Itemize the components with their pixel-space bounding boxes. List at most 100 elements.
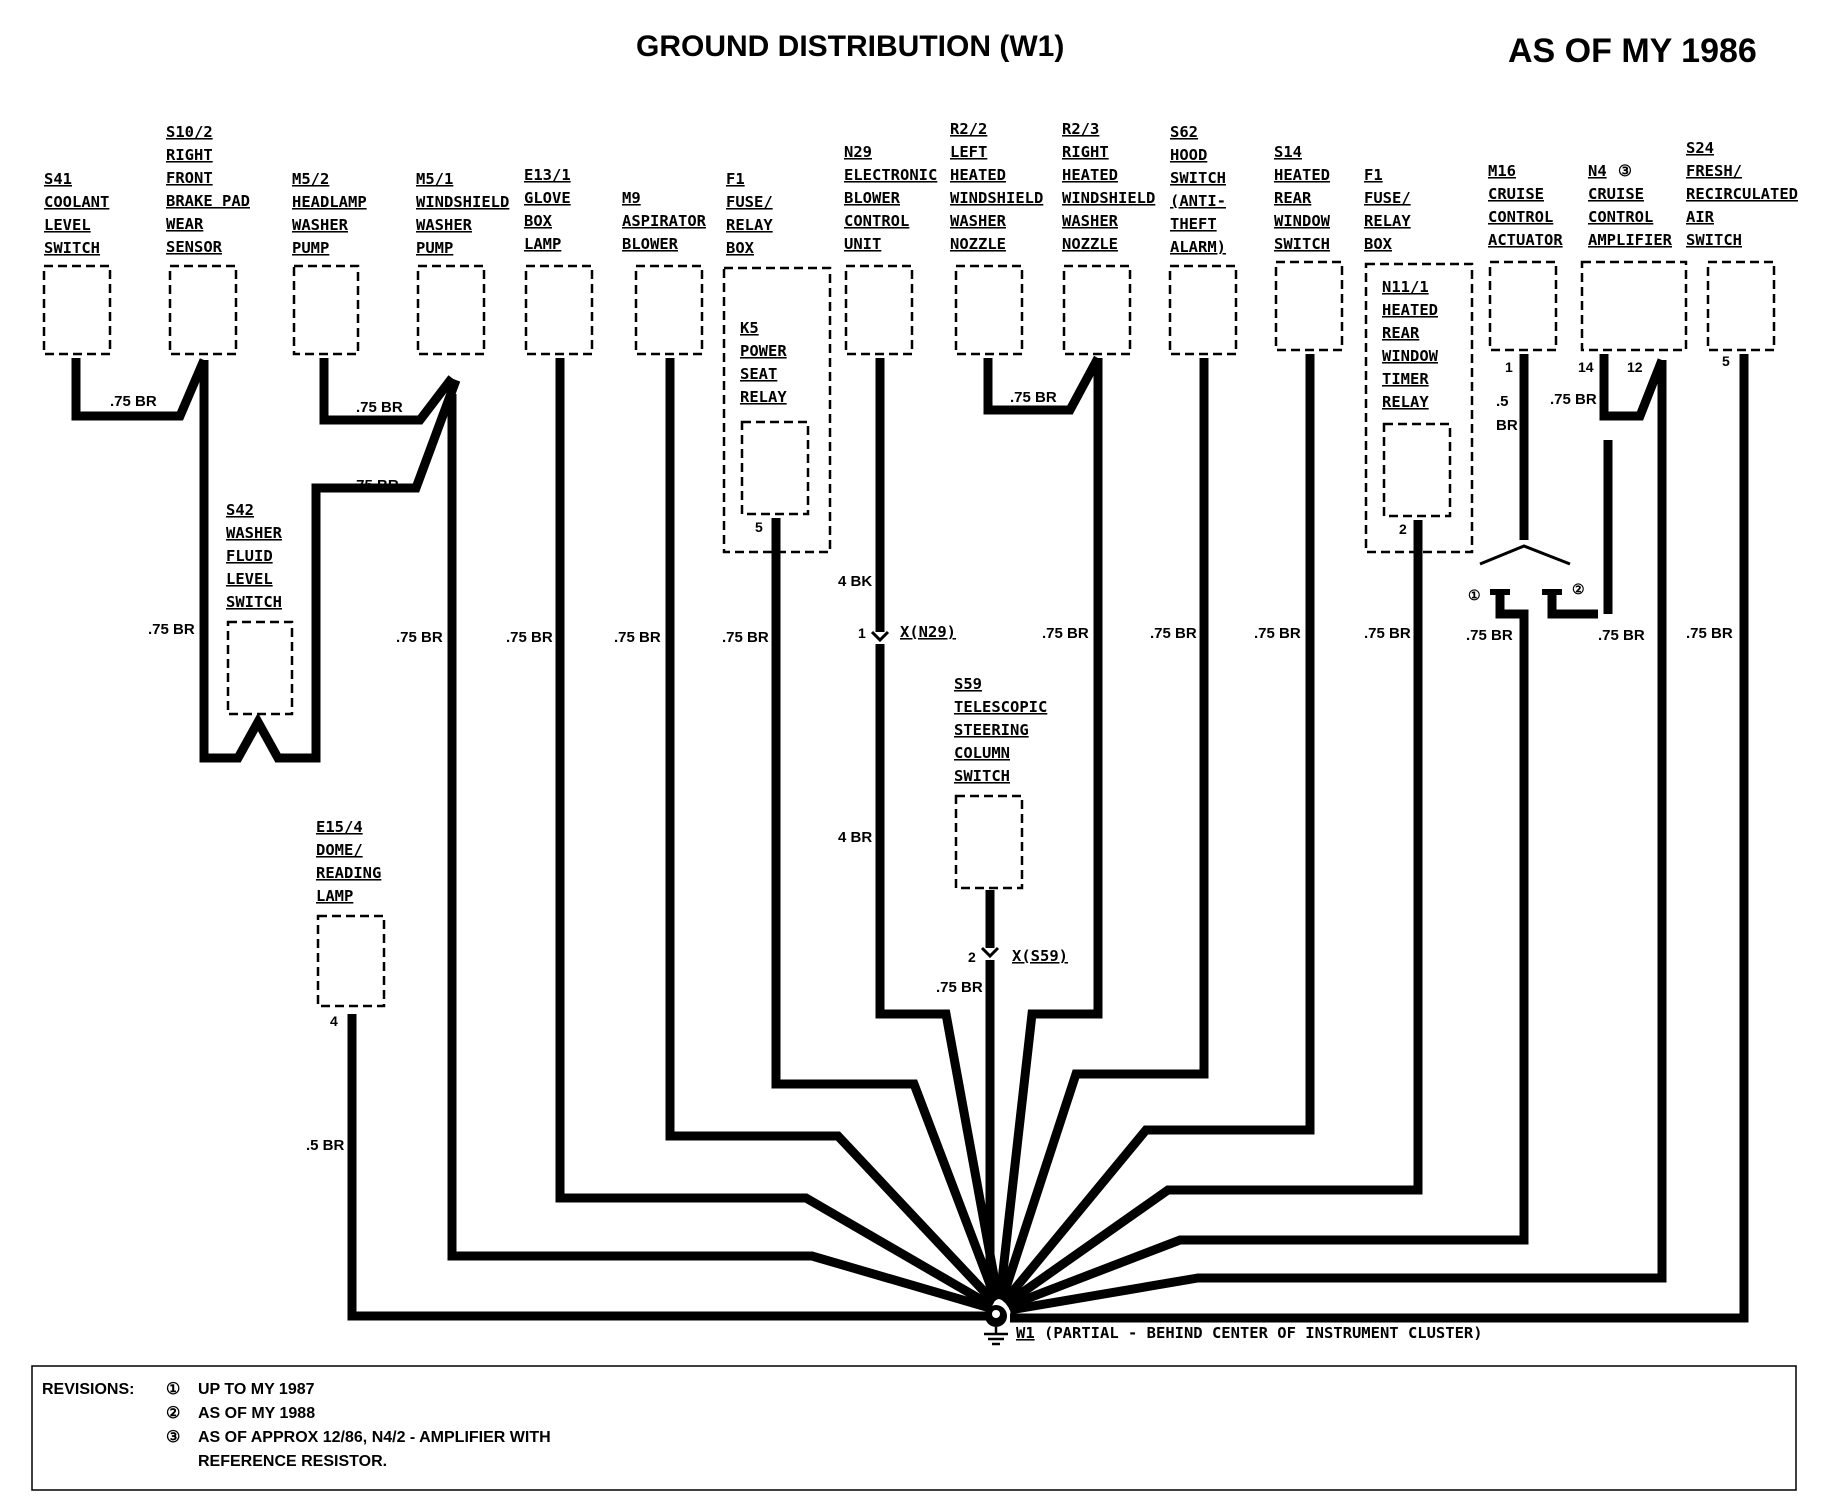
component-name-line: SWITCH — [1170, 169, 1226, 187]
pin-k5: 5 — [755, 519, 763, 535]
pin-m16: 1 — [1505, 359, 1513, 375]
component-name-line: LAMP — [524, 235, 561, 253]
component-code: F1 — [726, 170, 745, 188]
component-box-m5-1 — [416, 264, 486, 356]
wire-variant-2 — [1547, 592, 1598, 619]
label-n4-revision-marker: ③ — [1618, 162, 1632, 180]
component-code: E15/4 — [316, 818, 363, 836]
variant-bracket — [1479, 544, 1571, 566]
component-name-line: SEAT — [740, 365, 777, 383]
revision-marker: ② — [166, 1405, 180, 1422]
component-name-line: ELECTRONIC — [844, 166, 937, 184]
pin-x-n29: 1 — [858, 625, 866, 641]
wire-m5-1 — [447, 394, 992, 1313]
revision-text: AS OF APPROX 12/86, N4/2 - AMPLIFIER WIT… — [198, 1429, 551, 1446]
component-code: F1 — [1364, 166, 1383, 184]
wire-s24 — [1010, 354, 1749, 1323]
component-name-line: BOX — [726, 239, 755, 257]
wire-s62 — [997, 358, 1209, 1302]
ground-wires — [71, 354, 1749, 1323]
wire-label: .75 BR — [1010, 389, 1057, 406]
wire-label: .75 BR — [722, 629, 769, 646]
component-box-s62 — [1168, 264, 1238, 356]
component-box-s24 — [1706, 260, 1776, 352]
pin-x-s59: 2 — [968, 949, 976, 965]
component-code: N11/1 — [1382, 278, 1429, 296]
wire-label: 4 BR — [838, 829, 872, 846]
component-name-line: UNIT — [844, 235, 881, 253]
component-name-line: BRAKE PAD — [166, 192, 250, 210]
component-name-line: HEATED — [1382, 301, 1438, 319]
component-name-line: READING — [316, 864, 381, 882]
component-name-line: AMPLIFIER — [1588, 231, 1673, 249]
wire-m9 — [665, 358, 998, 1306]
wire-label: .75 BR — [396, 629, 443, 646]
component-name-line: HEATED — [950, 166, 1006, 184]
component-box-e13-1 — [524, 264, 594, 356]
component-name-line: LAMP — [316, 887, 353, 905]
wire-e13-1 — [555, 358, 995, 1310]
component-code: E13/1 — [524, 166, 571, 184]
component-box-n29 — [844, 264, 914, 356]
wire-label: .75 BR — [936, 979, 983, 996]
component-name-line: REAR — [1274, 189, 1312, 207]
wire-label: .75 BR — [1598, 627, 1645, 644]
wire-label: .75 BR — [1042, 625, 1089, 642]
wire-label: 4 BK — [838, 573, 872, 590]
wire-e15-4 — [347, 1014, 986, 1321]
wire-label: .75 BR — [1254, 625, 1301, 642]
wire-n11-1 — [1003, 520, 1423, 1308]
component-name-line: BOX — [1364, 235, 1393, 253]
component-code: S24 — [1686, 139, 1714, 157]
component-code: K5 — [740, 319, 759, 337]
component-name-line: LEFT — [950, 143, 987, 161]
wire-label: .75 BR — [1150, 625, 1197, 642]
component-name-line: COOLANT — [44, 193, 109, 211]
component-name-line: FRONT — [166, 169, 213, 187]
component-name-line: WINDSHIELD — [1062, 189, 1155, 207]
component-name-line: STEERING — [954, 721, 1029, 739]
ground-symbol-icon — [984, 1305, 1008, 1346]
component-name-line: CRUISE — [1488, 185, 1544, 203]
component-name-line: WASHER — [416, 216, 473, 234]
component-name-line: CONTROL — [844, 212, 909, 230]
component-name-line: SWITCH — [954, 767, 1010, 785]
component-name-line: SENSOR — [166, 238, 223, 256]
component-name-line: RELAY — [1382, 393, 1429, 411]
component-name-line: (ANTI- — [1170, 192, 1226, 210]
component-name-line: NOZZLE — [1062, 235, 1118, 253]
component-name-line: TIMER — [1382, 370, 1429, 388]
wire-r2-3 — [995, 358, 1103, 1299]
revisions-box — [31, 1365, 1797, 1491]
wire-r2-2 — [983, 355, 1102, 415]
component-name-line: WINDSHIELD — [416, 193, 509, 211]
component-name-line: POWER — [740, 342, 787, 360]
pin-n11-1: 2 — [1399, 521, 1407, 537]
component-code: R2/3 — [1062, 120, 1099, 138]
component-code: N4 — [1588, 162, 1607, 180]
wire-label: .75 BR — [614, 629, 661, 646]
component-box-e15-4 — [316, 914, 386, 1008]
page-title: GROUND DISTRIBUTION (W1) — [636, 30, 1064, 63]
connector-x-s59: X(S59) — [1012, 947, 1068, 965]
component-box-r2-3 — [1062, 264, 1132, 356]
component-name-line: WEAR — [166, 215, 204, 233]
component-name-line: SWITCH — [1686, 231, 1742, 249]
component-name-line: RECIRCULATED — [1686, 185, 1798, 203]
component-name-line: WINDSHIELD — [950, 189, 1043, 207]
wire-variant-1 — [1006, 592, 1529, 1311]
component-name-line: SWITCH — [1274, 235, 1330, 253]
connector-chevron-n29 — [870, 630, 890, 643]
component-name-line: AIR — [1686, 208, 1715, 226]
